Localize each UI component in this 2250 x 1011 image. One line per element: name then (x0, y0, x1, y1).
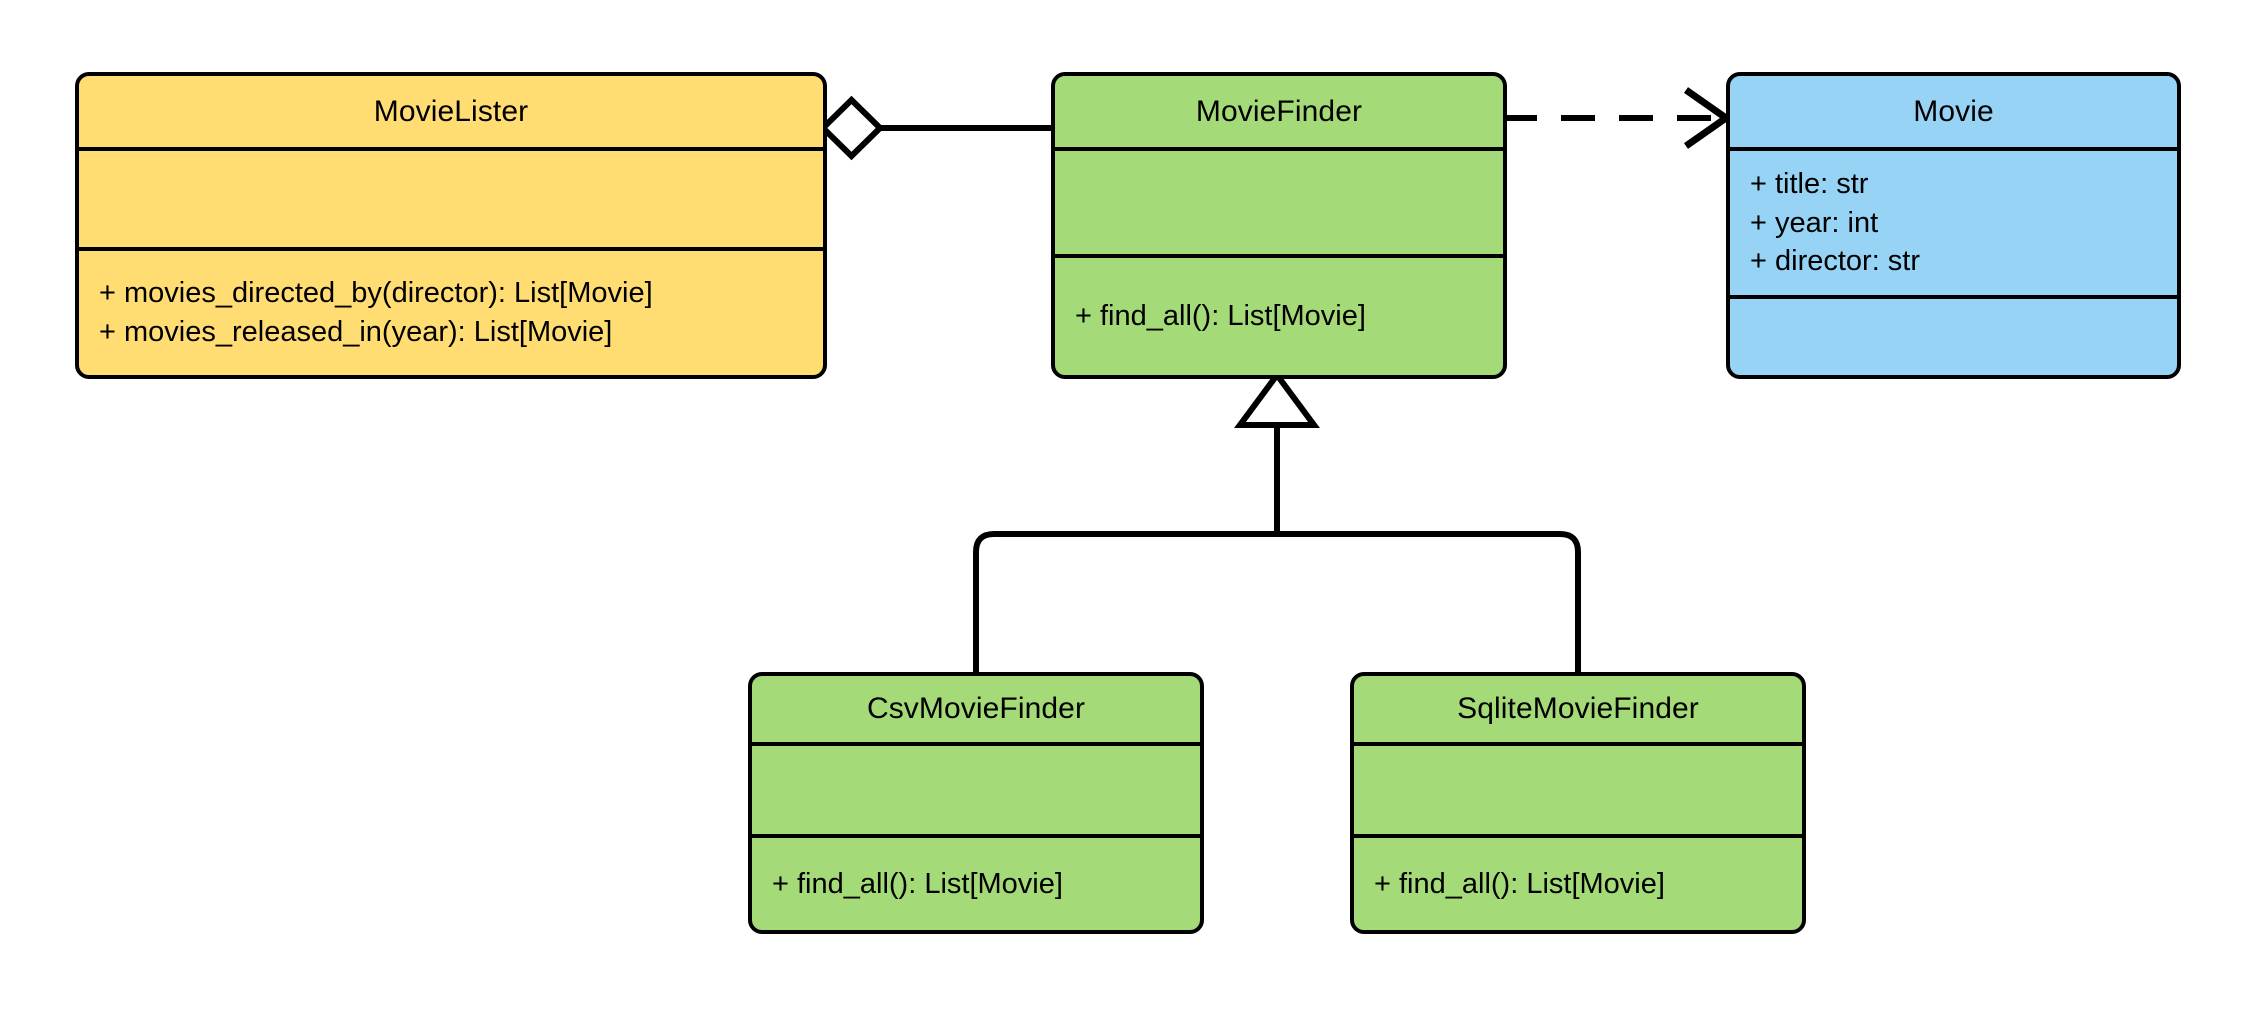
class-box-movie-lister[interactable]: MovieLister + movies_directed_by(directo… (75, 72, 827, 379)
class-box-movie-finder[interactable]: MovieFinder + find_all(): List[Movie] (1051, 72, 1507, 379)
methods-compartment-movie (1730, 299, 2177, 375)
class-name-movie-finder: MovieFinder (1195, 94, 1363, 128)
methods-compartment-sqlite-movie-finder: + find_all(): List[Movie] (1354, 838, 1802, 930)
compartment-divider (1354, 742, 1802, 746)
attributes-compartment-csv-movie-finder (752, 746, 1200, 834)
compartment-divider (1055, 254, 1503, 258)
class-name-movie-lister: MovieLister (373, 94, 529, 128)
compartment-divider (1730, 295, 2177, 299)
compartment-divider (79, 247, 823, 251)
hollow-diamond-icon (818, 95, 885, 161)
class-box-sqlite-movie-finder[interactable]: SqliteMovieFinder + find_all(): List[Mov… (1350, 672, 1806, 934)
compartment-divider (752, 742, 1200, 746)
class-name-movie: Movie (1913, 94, 1994, 128)
attribute-line: + director: str (1750, 245, 1921, 278)
method-line: + find_all(): List[Movie] (772, 867, 1063, 900)
attributes-compartment-movie-finder (1055, 151, 1503, 254)
relationship-aggregation-lister-finder (818, 95, 1051, 161)
class-box-csv-movie-finder[interactable]: CsvMovieFinder + find_all(): List[Movie] (748, 672, 1204, 934)
methods-compartment-movie-finder: + find_all(): List[Movie] (1055, 258, 1503, 375)
method-line: + find_all(): List[Movie] (1374, 867, 1665, 900)
attributes-compartment-movie-lister (79, 151, 823, 247)
relationship-dependency-finder-movie (1503, 87, 1733, 149)
compartment-divider (1055, 147, 1503, 151)
generalization-bus (973, 531, 1581, 676)
attribute-line: + year: int (1750, 206, 1879, 239)
method-line: + find_all(): List[Movie] (1075, 300, 1366, 333)
methods-compartment-movie-lister: + movies_directed_by(director): List[Mov… (79, 251, 823, 375)
method-line: + movies_directed_by(director): List[Mov… (99, 277, 653, 310)
class-name-sqlite-movie-finder: SqliteMovieFinder (1457, 692, 1699, 725)
attribute-line: + title: str (1750, 168, 1869, 201)
class-name-csv-movie-finder: CsvMovieFinder (866, 692, 1086, 725)
compartment-divider (79, 147, 823, 151)
hollow-triangle-icon (1234, 369, 1320, 428)
method-line: + movies_released_in(year): List[Movie] (99, 316, 613, 348)
compartment-divider (1730, 147, 2177, 151)
compartment-divider (752, 834, 1200, 838)
attributes-compartment-movie: + title: str + year: int + director: str (1730, 151, 2177, 295)
relationship-generalization-subclasses-finder (973, 369, 1581, 676)
attributes-compartment-sqlite-movie-finder (1354, 746, 1802, 834)
methods-compartment-csv-movie-finder: + find_all(): List[Movie] (752, 838, 1200, 930)
class-box-movie[interactable]: Movie + title: str + year: int + directo… (1726, 72, 2181, 379)
compartment-divider (1354, 834, 1802, 838)
